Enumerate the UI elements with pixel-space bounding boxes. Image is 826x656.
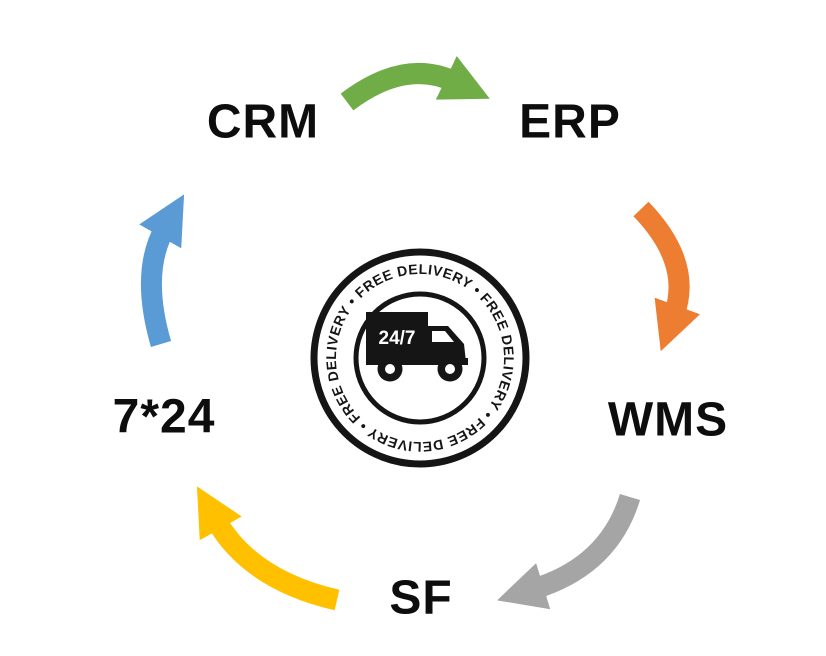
node-wms: WMS [607, 393, 729, 447]
node-erp: ERP [519, 95, 621, 149]
truck-24-7-text: 24/7 [379, 328, 416, 349]
arrow-crm-to-erp [340, 56, 490, 111]
truck-chassis [366, 358, 468, 365]
truck-rear-hub [385, 364, 395, 374]
truck-cargo-box [366, 312, 428, 362]
arrow-erp-to-wms [633, 201, 700, 352]
node-sf: SF [389, 571, 453, 625]
node-crm: CRM [206, 95, 320, 149]
truck-window [432, 331, 454, 342]
free-delivery-badge: FREE DELIVERY • FREE DELIVERY • FREE DEL… [310, 248, 530, 468]
node-7x24: 7*24 [112, 390, 216, 444]
badge-outer-ring [310, 248, 530, 468]
arrow-724-to-crm [139, 194, 185, 347]
badge-inner-ring [353, 291, 487, 425]
arrow-wms-to-sf [497, 493, 641, 610]
arrow-sf-to-724 [196, 486, 340, 611]
delivery-truck-icon: 24/7 [366, 312, 468, 382]
truck-front-hub [445, 364, 455, 374]
